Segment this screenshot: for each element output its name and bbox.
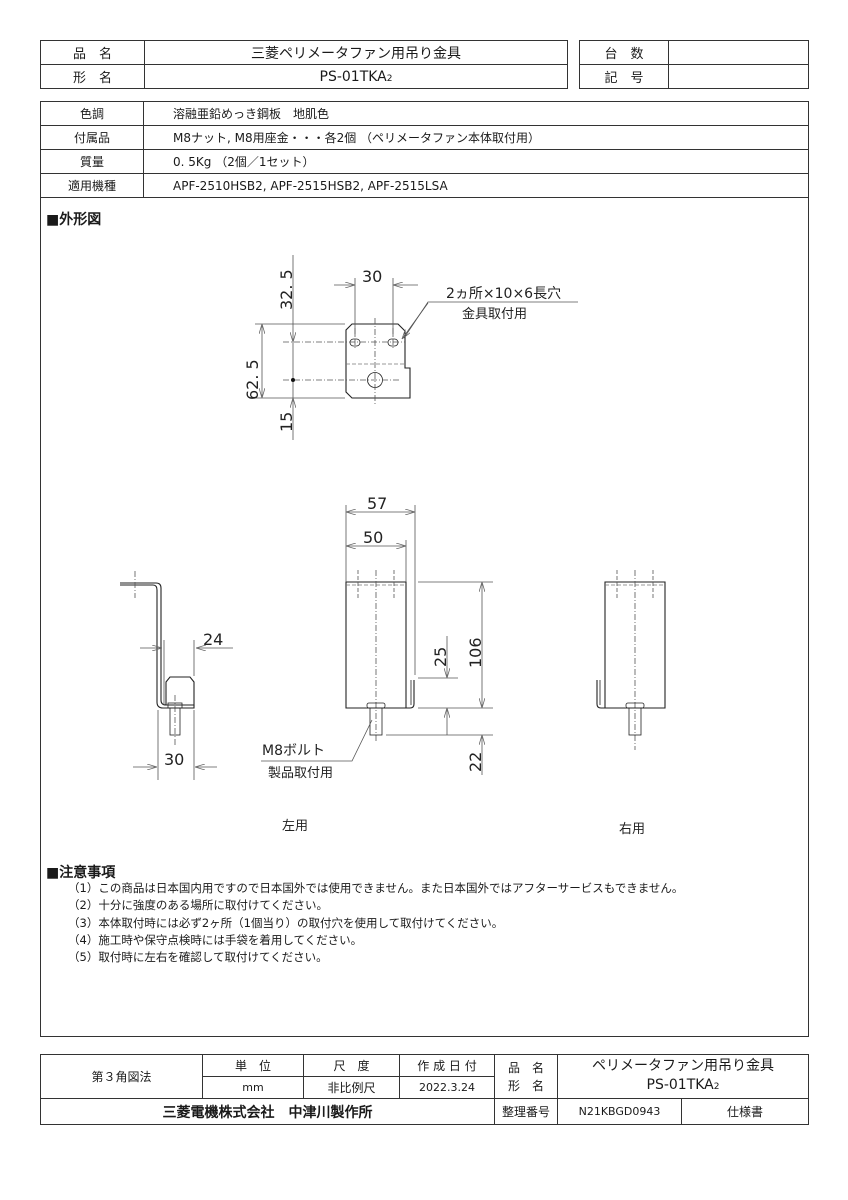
dim-15: 15 bbox=[277, 412, 296, 432]
footer-product-name: ペリメータファン用吊り金具 bbox=[592, 1057, 774, 1074]
footer-model: PS-01TKA bbox=[646, 1076, 714, 1093]
model: PS-01TKA bbox=[319, 68, 387, 85]
spec-value: 0. 5Kg （2個／1セット） bbox=[143, 149, 809, 174]
unit-label: 単 位 bbox=[202, 1054, 304, 1077]
drawing-section-title: ■外形図 bbox=[46, 212, 102, 228]
ref-value: N21KBGD0943 bbox=[557, 1098, 682, 1125]
spec-value: M8ナット, M8用座金・・・各2個 （ペリメータファン本体取付用） bbox=[143, 125, 809, 150]
dim-57: 57 bbox=[367, 494, 387, 513]
dim-22: 22 bbox=[466, 752, 485, 772]
dim-50: 50 bbox=[363, 528, 383, 547]
outline-drawing: 30 32. 5 62. 5 15 2ヵ所×10×6長穴 金具取付用 24 30… bbox=[120, 255, 666, 837]
spec-row: 付属品 M8ナット, M8用座金・・・各2個 （ペリメータファン本体取付用） bbox=[40, 125, 809, 150]
ref-label: 整理番号 bbox=[494, 1098, 558, 1125]
notes-title: ■注意事項 bbox=[46, 865, 116, 881]
notes-list: （1）この商品は日本国内用ですので日本国外では使用できません。また日本国外ではア… bbox=[68, 880, 683, 966]
footer-model-sub: 2 bbox=[713, 1081, 720, 1092]
note-item: （3）本体取付時には必ず2ヶ所（1個当り）の取付穴を使用して取付けてください。 bbox=[68, 915, 504, 930]
front-callout-line1: M8ボルト bbox=[262, 743, 325, 759]
right-view bbox=[596, 570, 666, 750]
spec-row: 色調 溶融亜鉛めっき鋼板 地肌色 bbox=[40, 101, 809, 126]
quantity-label: 台 数 bbox=[579, 40, 669, 65]
spec-value: APF-2510HSB2, APF-2515HSB2, APF-2515LSA bbox=[143, 173, 809, 198]
scale-label: 尺 度 bbox=[303, 1054, 400, 1077]
dim-62-5: 62. 5 bbox=[243, 359, 262, 400]
top-callout-line1: 2ヵ所×10×6長穴 bbox=[446, 286, 561, 302]
spec-table: 色調 溶融亜鉛めっき鋼板 地肌色 付属品 M8ナット, M8用座金・・・各2個 … bbox=[40, 101, 809, 198]
dim-30-top: 30 bbox=[362, 267, 382, 286]
dim-106: 106 bbox=[466, 637, 485, 668]
scale-value: 非比例尺 bbox=[303, 1076, 400, 1099]
company-name: 三菱電機株式会社 中津川製作所 bbox=[40, 1098, 495, 1125]
mark-label: 記 号 bbox=[579, 64, 669, 89]
top-callout-line2: 金具取付用 bbox=[462, 306, 527, 322]
spec-label: 質量 bbox=[40, 149, 144, 174]
name-model-labels: 品 名 形 名 bbox=[494, 1054, 558, 1099]
spec-label: 付属品 bbox=[40, 125, 144, 150]
unit-value: mm bbox=[202, 1076, 304, 1099]
projection-method: 第３角図法 bbox=[40, 1054, 203, 1099]
note-item: （5）取付時に左右を確認して取付けてください。 bbox=[68, 950, 328, 965]
top-view bbox=[255, 255, 578, 440]
right-view-caption: 右用 bbox=[619, 822, 645, 837]
dim-30-left: 30 bbox=[164, 750, 184, 769]
spec-row: 適用機種 APF-2510HSB2, APF-2515HSB2, APF-251… bbox=[40, 173, 809, 198]
dim-25: 25 bbox=[431, 647, 450, 667]
footer-product-cell: ペリメータファン用吊り金具 PS-01TKA2 bbox=[557, 1054, 809, 1099]
dim-32-5: 32. 5 bbox=[277, 269, 296, 310]
spec-label: 適用機種 bbox=[40, 173, 144, 198]
spec-row: 質量 0. 5Kg （2個／1セット） bbox=[40, 149, 809, 174]
date-value: 2022.3.24 bbox=[399, 1076, 495, 1099]
model-cell: PS-01TKA2 bbox=[144, 64, 568, 89]
note-item: （1）この商品は日本国内用ですので日本国外では使用できません。また日本国外ではア… bbox=[68, 881, 684, 895]
footer-model-label: 形 名 bbox=[507, 1078, 544, 1093]
front-callout-line2: 製品取付用 bbox=[268, 766, 333, 781]
spec-value: 溶融亜鉛めっき鋼板 地肌色 bbox=[143, 101, 809, 126]
left-view-caption: 左用 bbox=[282, 819, 308, 834]
product-name-label: 品 名 bbox=[40, 40, 145, 65]
note-item: （4）施工時や保守点検時には手袋を着用してください。 bbox=[68, 932, 363, 947]
product-name: 三菱ペリメータファン用吊り金具 bbox=[144, 40, 568, 65]
note-item: （2）十分に強度のある場所に取付けてください。 bbox=[68, 898, 328, 913]
front-view bbox=[261, 505, 493, 775]
model-sub: 2 bbox=[386, 73, 393, 84]
footer-name-label: 品 名 bbox=[507, 1060, 544, 1075]
date-label: 作 成 日 付 bbox=[399, 1054, 495, 1077]
title-block: 第３角図法 単 位 尺 度 作 成 日 付 品 名 形 名 ペリメータファン用吊… bbox=[40, 1054, 809, 1125]
mark-value[interactable] bbox=[668, 64, 809, 89]
dim-24: 24 bbox=[203, 630, 223, 649]
drawing-frame bbox=[40, 198, 809, 1037]
doc-type: 仕様書 bbox=[681, 1098, 809, 1125]
header-left-table: 品 名 三菱ペリメータファン用吊り金具 形 名 PS-01TKA2 bbox=[40, 40, 568, 89]
header-right-table: 台 数 記 号 bbox=[579, 40, 809, 89]
left-view bbox=[120, 571, 233, 780]
